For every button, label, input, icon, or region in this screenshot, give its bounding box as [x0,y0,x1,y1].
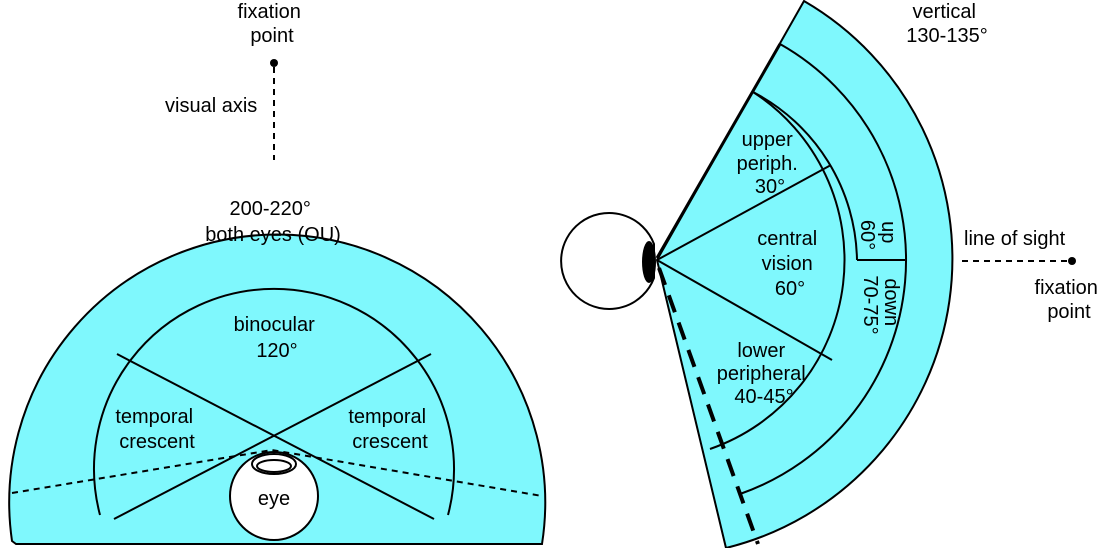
divider-lower [656,259,833,361]
svg-text:up 60°: up 60° [856,220,899,250]
down-label: down 70-75° [859,275,902,334]
vertical-field-diagram: vertical 130-135° upper periph. 30° cent… [560,0,1104,548]
eye-outline [229,451,319,541]
visual-axis-label: visual axis [165,95,257,117]
temporal-divider-right [113,353,432,520]
both-eyes-label: 200-220° both eyes (OU) [205,198,341,246]
temporal-crescent-right-label: temporal crescent [348,406,431,453]
fixation-dot-right [1068,257,1076,265]
vertical-field-outer [655,0,954,548]
fixation-point-label: fixation point [238,1,307,47]
svg-text:down 70-75°: down 70-75° [859,275,902,334]
side-eye-outline [560,212,655,310]
upper-boundary-bold [655,43,782,259]
pupil [642,241,656,283]
upper-periph-label: upper periph. 30° [737,129,804,198]
binocular-label: binocular 120° [234,314,321,362]
temporal-divider-left [116,353,435,520]
up-label: up 60° [856,220,899,250]
binocular-field [93,287,455,516]
divider-upper [656,164,832,261]
eye-label: eye [258,488,290,510]
fixation-point-right-label: fixation point [1035,277,1104,323]
lower-boundary-dashed [657,267,760,545]
cornea-inner [256,459,292,473]
fixation-dot [270,59,278,67]
central-vision-label: central vision 60° [757,228,823,300]
horizontal-field-diagram: fixation point visual axis 200-220° both… [8,1,547,545]
arc-band-1 [709,91,846,450]
arc-inner [752,91,858,261]
arc-band-2 [739,43,908,495]
lower-peripheral-label: lower peripheral 40-45° [717,340,812,408]
vertical-label: vertical 130-135° [906,1,987,47]
temporal-crescent-left-label: temporal crescent [115,406,198,453]
line-of-sight-label: line of sight [964,228,1066,250]
